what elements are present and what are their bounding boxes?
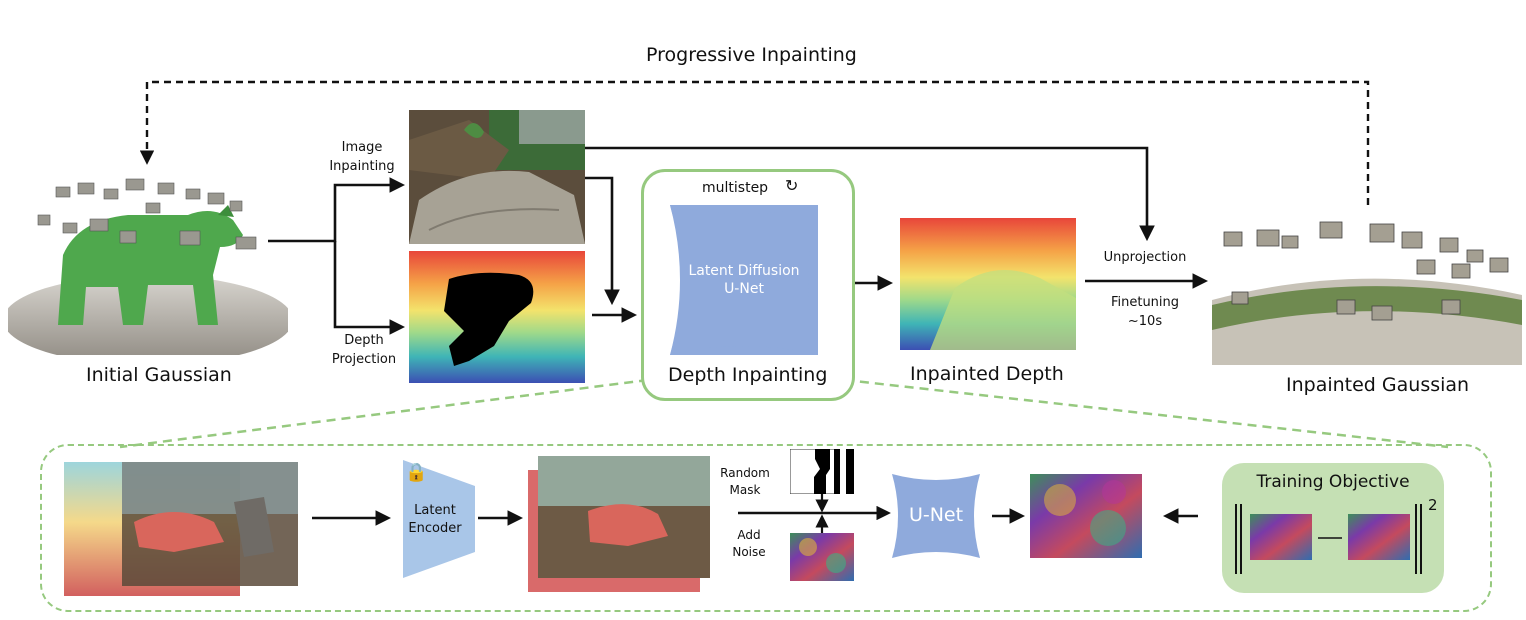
multistep-label: multistep bbox=[702, 180, 769, 196]
depth-inpainting-caption: Depth Inpainting bbox=[668, 364, 828, 386]
noise-thumbnail bbox=[790, 533, 854, 581]
unet-block-label: U-Net bbox=[908, 504, 964, 526]
encoded-latent-image bbox=[528, 456, 710, 592]
depth-projection-thumbnail bbox=[409, 251, 585, 383]
initial-gaussian-caption: Initial Gaussian bbox=[86, 364, 232, 386]
progressive-inpainting-label: Progressive Inpainting bbox=[646, 44, 857, 66]
inpainted-depth-thumbnail bbox=[900, 218, 1076, 350]
training-objective-title: Training Objective bbox=[1256, 472, 1410, 492]
inpainted-depth-caption: Inpainted Depth bbox=[910, 363, 1064, 385]
unet-block bbox=[892, 474, 980, 558]
fork-line bbox=[268, 177, 406, 243]
lock-icon: 🔒 bbox=[405, 462, 428, 483]
inpainted-image-thumbnail bbox=[409, 110, 585, 244]
zoom-line-right bbox=[844, 378, 1449, 449]
progressive-loop-arrow bbox=[139, 80, 1370, 205]
image-to-inpaint-arrow bbox=[585, 176, 620, 306]
finetuning-label: Finetuning~10s bbox=[1110, 295, 1180, 329]
inpainted-gaussian-caption: Inpainted Gaussian bbox=[1286, 374, 1470, 396]
latent-encoder bbox=[403, 460, 475, 578]
latent-diffusion-unet bbox=[670, 205, 818, 355]
unprojection-label: Unprojection bbox=[1103, 250, 1187, 265]
predicted-noise-thumbnail bbox=[1030, 474, 1142, 558]
zoom-line-left bbox=[119, 378, 649, 449]
fork-line-depth bbox=[333, 241, 406, 335]
refresh-icon: ↻ bbox=[785, 176, 799, 195]
random-mask-thumbnail bbox=[790, 449, 854, 494]
image-skip-arrow bbox=[585, 146, 1155, 242]
initial-gaussian-image bbox=[8, 178, 288, 355]
inpainted-gaussian-image bbox=[1212, 221, 1522, 365]
training-panel bbox=[40, 444, 1492, 612]
training-rgbd-input bbox=[64, 462, 298, 596]
norm-power: 2 bbox=[1428, 496, 1438, 514]
objective-formula bbox=[1235, 504, 1422, 574]
